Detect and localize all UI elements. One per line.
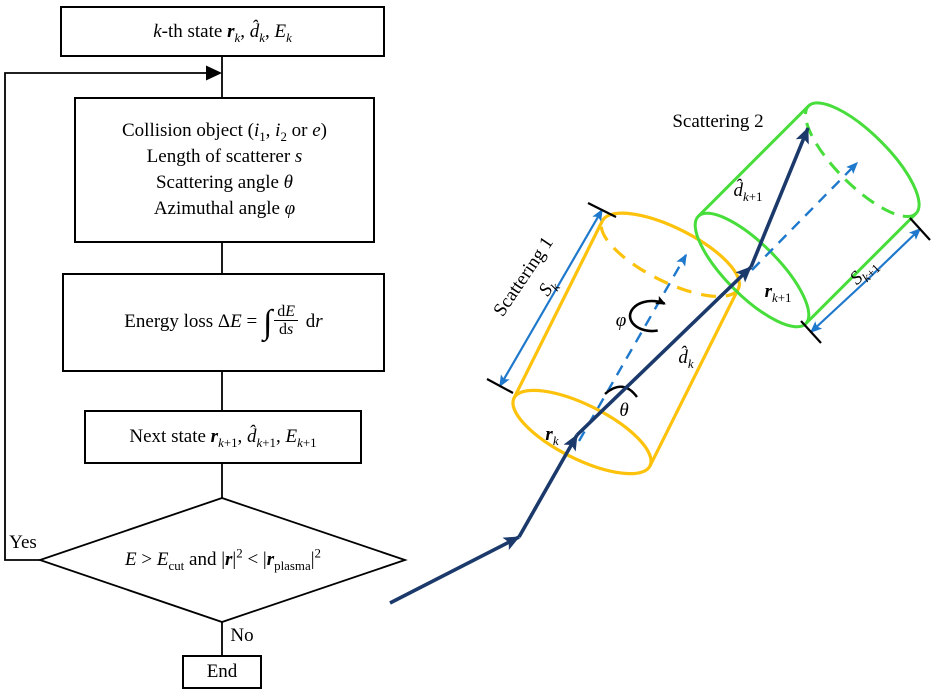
sk1-tick-upper — [909, 217, 931, 241]
cylinder2-top-rim-outer — [807, 101, 921, 215]
collision-line-3: Scattering angle θ — [155, 172, 294, 193]
dimension-end-ticks — [486, 202, 931, 394]
decision-yes-label: Yes — [9, 532, 37, 553]
rk1-position-label: rk+1 — [764, 281, 792, 305]
cylinder2-side-lower — [804, 212, 918, 325]
cylinder2-side-upper — [697, 104, 810, 218]
sk-dimension-upper — [550, 208, 603, 299]
cylinder1-side-lower — [648, 288, 740, 467]
cylinder-axes — [577, 161, 859, 442]
flowchart-connectors — [4, 57, 223, 656]
dk-direction-label: d̂k — [678, 347, 694, 371]
flowchart-box-end: End — [182, 655, 262, 689]
collision-line-2: Length of scatterer s — [146, 146, 303, 167]
sk1-dimension-upper — [865, 227, 922, 282]
theta-angle-arc — [604, 385, 638, 398]
loop-arrowhead — [206, 65, 222, 81]
box-kth-state-text: k-th state rk, d̂k, Ek — [153, 20, 292, 45]
trajectory-segment-dk1 — [749, 127, 810, 268]
cylinder1-top-rim-outer — [600, 211, 742, 290]
cylinder1-bottom-face — [511, 388, 653, 476]
dk1-direction-label: d̂k+1 — [733, 180, 763, 204]
theta-angle-label: θ — [619, 400, 629, 421]
dimension-lines — [499, 208, 922, 388]
flowchart-box-collision: Collision object (i1, i2 or e) Length of… — [74, 97, 375, 243]
flowchart-box-next-state: Next state rk+1, d̂k+1, Ek+1 — [84, 410, 362, 464]
phi-rotation-arrow — [628, 295, 666, 333]
sk-dimension-lower — [499, 297, 552, 388]
decision-condition-text: E > Ecut and |r|2 < |rplasma|2 — [125, 545, 321, 573]
sk-tick-upper — [587, 202, 617, 218]
box-end-text: End — [206, 661, 238, 682]
decision-diamond — [37, 497, 408, 623]
collision-line-1: Collision object (i1, i2 or e) — [122, 120, 327, 144]
particle-trajectory — [389, 127, 810, 605]
flowchart-box-kth-state: k-th state rk, d̂k, Ek — [60, 6, 385, 57]
sk1-tick-lower — [800, 320, 822, 344]
collision-line-4: Azimuthal angle φ — [153, 198, 296, 219]
loop-back-line — [4, 72, 208, 561]
phi-angle-label: φ — [615, 310, 627, 331]
trajectory-segment-to-rk — [517, 434, 579, 538]
scattering2-label: Scattering 2 — [672, 111, 764, 132]
sk-tick-lower — [486, 378, 514, 394]
box-next-state-text: Next state rk+1, d̂k+1, Ek+1 — [129, 426, 317, 450]
cylinder1-side-upper — [512, 220, 604, 399]
trajectory-segment-dk — [575, 265, 753, 437]
decision-no-label: No — [230, 625, 254, 646]
cylinder2-axis-arrow — [751, 161, 859, 271]
trajectory-segment-incoming — [389, 535, 520, 605]
cylinder1-top-rim-hidden — [599, 220, 740, 298]
sk1-dimension-lower — [809, 280, 867, 334]
rk-position-label: rk — [545, 424, 559, 448]
cylinder1-axis-arrow — [577, 253, 688, 442]
